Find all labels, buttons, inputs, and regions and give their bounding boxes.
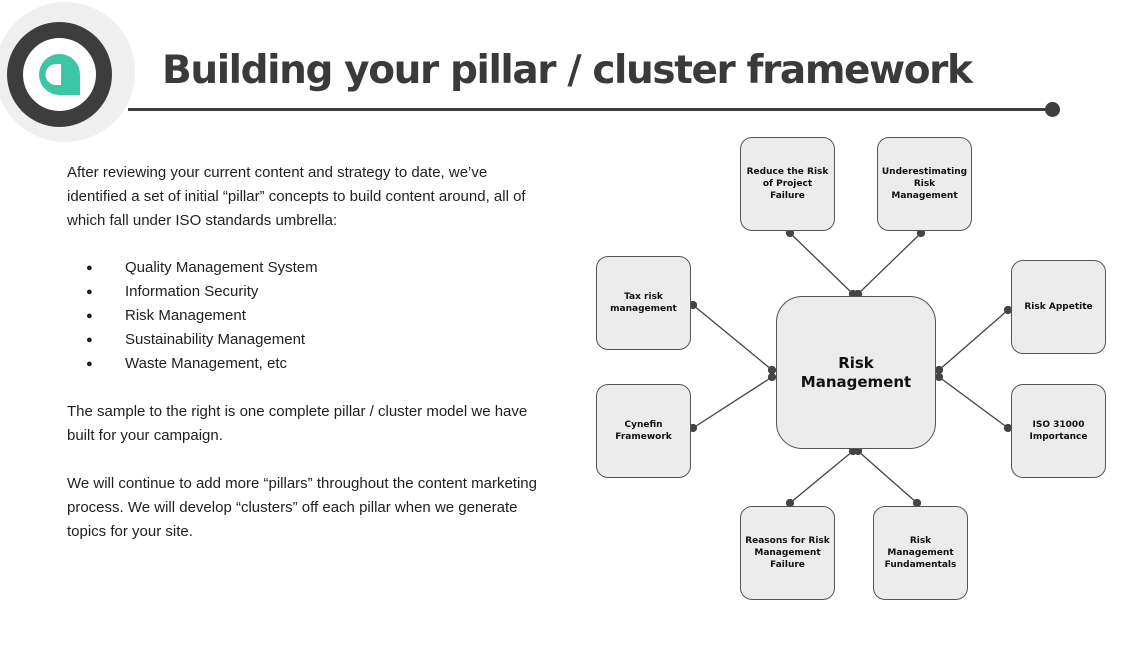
page-title: Building your pillar / cluster framework	[162, 48, 973, 93]
connector-line	[789, 232, 854, 295]
logo-inner	[23, 38, 96, 111]
intro-paragraph: After reviewing your current content and…	[67, 164, 526, 229]
cluster-node-reduce-risk-project-failure: Reduce the Risk of Project Failure	[740, 137, 835, 231]
logo-badge	[0, 2, 135, 142]
title-underline	[128, 108, 1052, 111]
cluster-node-cynefin-framework: Cynefin Framework	[596, 384, 691, 478]
connector-line	[857, 232, 922, 295]
connector-line	[692, 376, 773, 429]
sample-paragraph: The sample to the right is one complete …	[67, 403, 528, 444]
cluster-node-risk-management-fundamentals: Risk Management Fundamentals	[873, 506, 968, 600]
connector-dot	[934, 372, 944, 382]
cluster-node-iso-31000-importance: ISO 31000 Importance	[1011, 384, 1106, 478]
connector-line	[857, 450, 918, 504]
cluster-node-underestimating-risk-management: Underestimating Risk Management	[877, 137, 972, 231]
logo-icon	[39, 54, 80, 95]
cluster-node-reasons-risk-management-failure: Reasons for Risk Management Failure	[740, 506, 835, 600]
title-underline-endpoint	[1045, 102, 1060, 117]
connector-line	[789, 450, 854, 504]
pillar-list: Quality Management System Information Se…	[86, 256, 318, 376]
logo-ring	[7, 22, 112, 127]
cluster-node-tax-risk-management: Tax risk management	[596, 256, 691, 350]
pillar-list-item: Information Security	[86, 280, 318, 304]
cluster-node-risk-appetite: Risk Appetite	[1011, 260, 1106, 354]
connector-dot	[767, 365, 777, 375]
continue-paragraph: We will continue to add more “pillars” t…	[67, 475, 537, 540]
pillar-list-item: Risk Management	[86, 304, 318, 328]
pillar-list-item: Waste Management, etc	[86, 352, 318, 376]
pillar-list-item: Sustainability Management	[86, 328, 318, 352]
connector-line	[938, 309, 1009, 371]
connector-dot	[934, 365, 944, 375]
connector-dot	[767, 372, 777, 382]
connector-line	[938, 376, 1009, 429]
hub-node-risk-management: Risk Management	[776, 296, 936, 449]
connector-line	[692, 304, 773, 371]
pillar-list-item: Quality Management System	[86, 256, 318, 280]
